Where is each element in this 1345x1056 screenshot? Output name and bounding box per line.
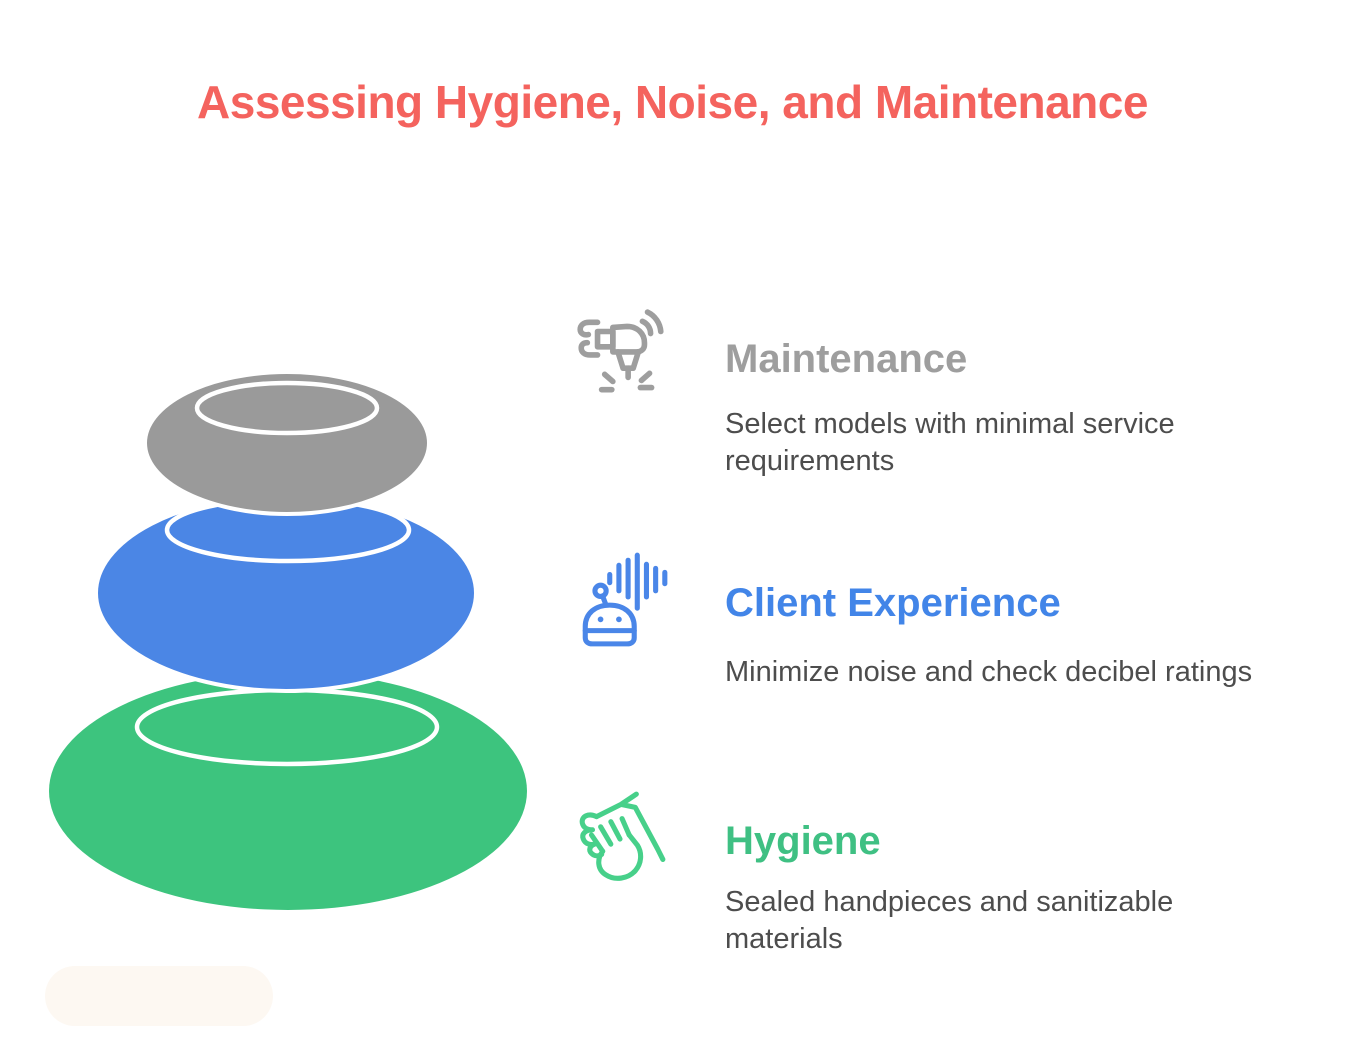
stone-maintenance-rim (194, 380, 380, 436)
front-hand-fingers (588, 816, 632, 854)
robot-head-strokes (582, 552, 668, 647)
maintenance-description: Select models with minimal service requi… (725, 408, 1175, 477)
washing-hands-icon (579, 791, 666, 881)
maintenance-heading: Maintenance (725, 337, 968, 381)
stone-hygiene-body (49, 672, 527, 910)
page-title: Assessing Hygiene, Noise, and Maintenanc… (197, 76, 1148, 128)
impact-dash-right (638, 370, 653, 384)
client-experience-description: Minimize noise and check decibel ratings (725, 656, 1253, 688)
drill-body (610, 323, 648, 355)
robot-eye-right (616, 616, 622, 623)
washing-hands-strokes (579, 791, 666, 881)
drill-clamp-bottom (578, 339, 601, 358)
back-hand-edge (594, 791, 666, 862)
hygiene-heading: Hygiene (725, 819, 881, 863)
client-experience-heading: Client Experience (725, 581, 1061, 625)
drill-vibration-icon-strokes (577, 309, 664, 393)
watermark (45, 966, 273, 1026)
hygiene-description: Sealed handpieces and sanitizable materi… (725, 886, 1174, 955)
stone-hygiene (49, 672, 527, 910)
drill-clamp-top (577, 319, 601, 338)
robot-head-sound-waves-icon (582, 552, 668, 647)
hygiene-icon-wrap (568, 786, 670, 888)
signal-arc-large (644, 309, 664, 335)
drill-vibration-icon (577, 309, 664, 393)
stone-maintenance (143, 370, 431, 516)
client-experience-icon-wrap (572, 548, 674, 650)
antenna-stem (600, 593, 609, 607)
signal-arc-small (639, 318, 654, 337)
stone-client-body (94, 493, 478, 693)
impact-dash-left (601, 371, 616, 385)
robot-head-dome (582, 602, 637, 647)
maintenance-icon-wrap (570, 306, 672, 408)
stacked-stones-graphic (49, 370, 527, 910)
front-hand-palm (596, 832, 644, 881)
stone-maintenance-body (143, 370, 431, 516)
stone-client-experience (94, 493, 478, 693)
robot-eye-left (597, 616, 604, 623)
